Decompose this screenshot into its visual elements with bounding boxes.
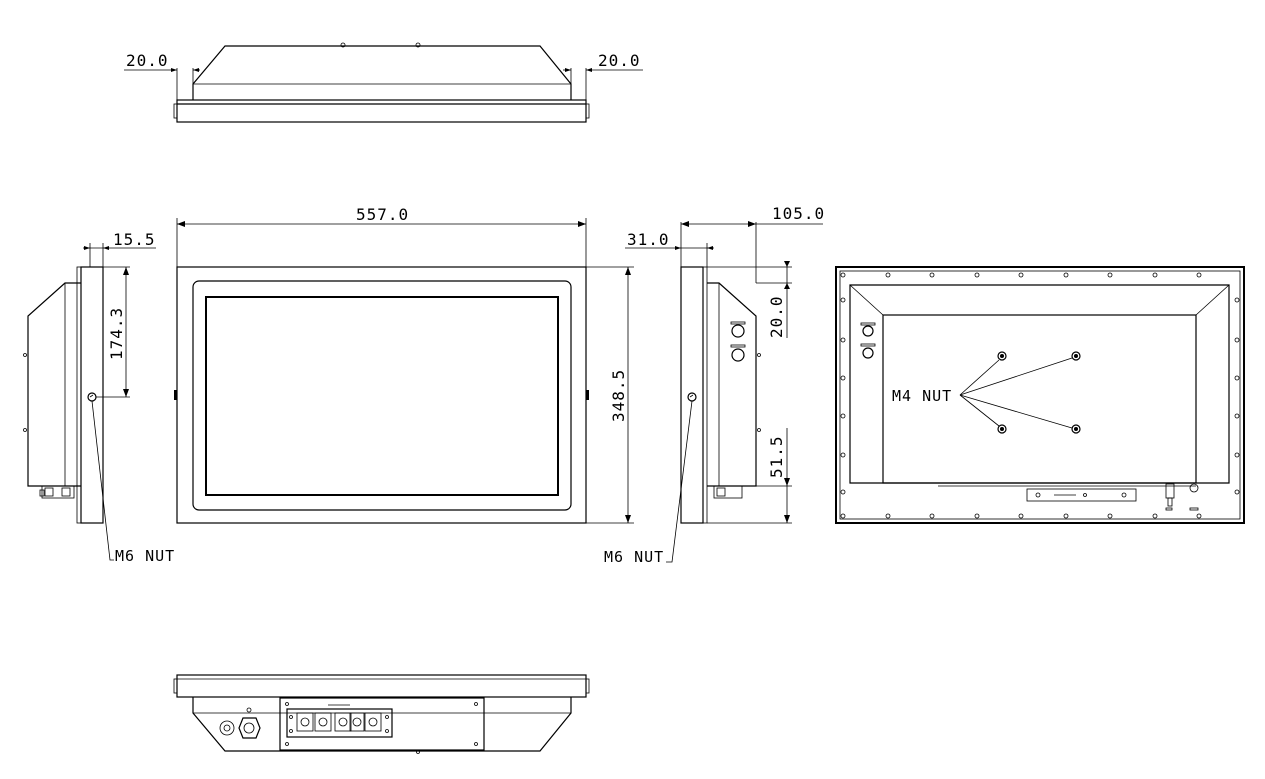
right-housing (707, 282, 757, 487)
rear-screw (1234, 297, 1240, 303)
front-inner-frame (192, 280, 572, 511)
dim-overall-width: 557.0 (356, 205, 409, 224)
front-bezel (176, 266, 587, 524)
rear-screw (929, 272, 935, 278)
rear-screw (1018, 272, 1024, 278)
rear-screw (885, 272, 891, 278)
rear-screw (1196, 513, 1202, 519)
m4-nut-2 (1071, 351, 1081, 361)
rear-housing (849, 284, 1230, 484)
rear-screw (1018, 513, 1024, 519)
rear-screw (840, 337, 846, 343)
rear-screw (1234, 489, 1240, 495)
bottom-terminal-block (286, 708, 393, 738)
rear-screw (1152, 272, 1158, 278)
rear-screw (1234, 375, 1240, 381)
dim-right-bottom-offset: 51.5 (767, 435, 786, 478)
right-m6-nut (687, 392, 697, 402)
dim-top-left: 20.0 (126, 51, 169, 70)
m4-nut-3 (997, 424, 1007, 434)
bottom-view (173, 674, 590, 754)
right-port-bottom (731, 348, 745, 362)
dim-left-depth: 15.5 (113, 230, 156, 249)
left-side-view: M6 NUT 15.5 174.3 (23, 230, 175, 565)
label-rear-m4-nut: M4 NUT (892, 387, 952, 405)
label-right-m6-nut: M6 NUT (604, 548, 664, 566)
rear-screw (840, 452, 846, 458)
label-left-m6-nut: M6 NUT (115, 547, 175, 565)
m4-nut-1 (997, 351, 1007, 361)
right-port-top (731, 324, 745, 338)
right-side-view: M6 NUT 31.0 105.0 20.0 51.5 (604, 204, 825, 566)
rear-screw (1107, 513, 1113, 519)
rear-screw-ring (840, 272, 1240, 519)
right-bezel (680, 266, 704, 524)
rear-port-top (862, 325, 874, 337)
rear-screw (1234, 452, 1240, 458)
dim-overall-height: 348.5 (609, 369, 628, 422)
rear-screw (1063, 513, 1069, 519)
left-m6-nut (87, 392, 97, 402)
rear-screw (1152, 513, 1158, 519)
top-view: 20.0 20.0 (124, 42, 643, 123)
rear-connector-bar (1026, 488, 1137, 502)
rear-screw (974, 513, 980, 519)
rear-screw (840, 489, 846, 495)
rear-screw (1234, 413, 1240, 419)
rear-screw (840, 272, 846, 278)
rear-view: M4 NUT (835, 266, 1245, 524)
rear-screw (1234, 337, 1240, 343)
rear-outer-frame (835, 266, 1245, 524)
rear-screw (974, 272, 980, 278)
dim-left-mount-height: 174.3 (107, 307, 126, 360)
dim-top-right: 20.0 (598, 51, 641, 70)
rear-screw (1063, 272, 1069, 278)
dim-right-top-offset: 20.0 (767, 295, 786, 338)
rear-screw (1107, 272, 1113, 278)
rear-screw (840, 297, 846, 303)
rear-screw (1196, 272, 1202, 278)
dim-right-depth-small: 31.0 (627, 230, 670, 249)
rear-screw (840, 413, 846, 419)
rear-screw (929, 513, 935, 519)
rear-screw (885, 513, 891, 519)
m4-nut-4 (1071, 424, 1081, 434)
front-screen (205, 296, 559, 496)
left-housing (27, 282, 81, 487)
rear-screw (840, 513, 846, 519)
bottom-housing (192, 697, 572, 752)
top-view-housing (192, 45, 572, 100)
dim-right-depth-total: 105.0 (772, 204, 825, 223)
top-view-bezel (176, 99, 587, 123)
left-bezel (80, 266, 104, 524)
rear-port-bottom (862, 347, 874, 359)
rear-back-cover (882, 314, 1197, 484)
bottom-port-panel (279, 697, 485, 751)
front-view: 557.0 348.5 (174, 205, 634, 524)
bottom-bezel (176, 674, 587, 698)
rear-screw (840, 375, 846, 381)
